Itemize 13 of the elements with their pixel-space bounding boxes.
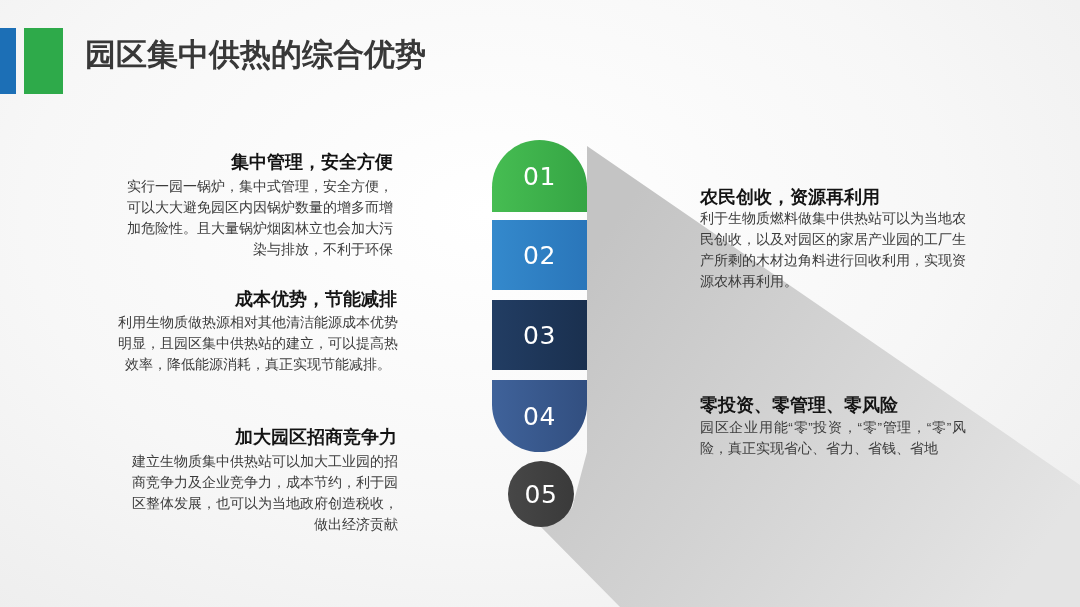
description-text: 实行一园一锅炉，集中式管理，安全方便，可以大大避免园区内因锅炉数量的增多而增加危险性。且大量锅炉烟囱林立也会加大污染与排放，不利于环保	[127, 178, 393, 259]
section-heading: 加大园区招商竞争力	[234, 426, 397, 449]
description-text: 建立生物质集中供热站可以加大工业园的招商竞争力及企业竞争力，成本节约，利于园区整体发展，也可以为当地政府创造税收，做出经济贡献	[132, 453, 398, 534]
description-text: 利用生物质做热源相对其他清洁能源成本优势明显，且园区集中供热站的建立，可以提高热效率，降低能源消耗，真正实现节能减排。	[118, 314, 398, 374]
section-heading: 零投资、零管理、零风险	[700, 394, 899, 417]
number-block: 03	[492, 300, 587, 370]
description-text: 园区企业用能“零”投资，“零”管理，“零”风险，真正实现省心、省力、省钱、省地	[700, 419, 966, 458]
slide-title: 园区集中供热的综合优势	[85, 36, 426, 74]
section-heading: 集中管理，安全方便	[230, 151, 393, 174]
section-heading: 农民创收，资源再利用	[700, 186, 881, 209]
number-block: 02	[492, 220, 587, 290]
description-text: 利于生物质燃料做集中供热站可以为当地农民创收，以及对园区的家居产业园的工厂生产所剩的木材边角料进行回收利用，实现资源农林再利用。	[700, 210, 966, 291]
section-heading: 成本优势，节能减排	[234, 288, 397, 311]
